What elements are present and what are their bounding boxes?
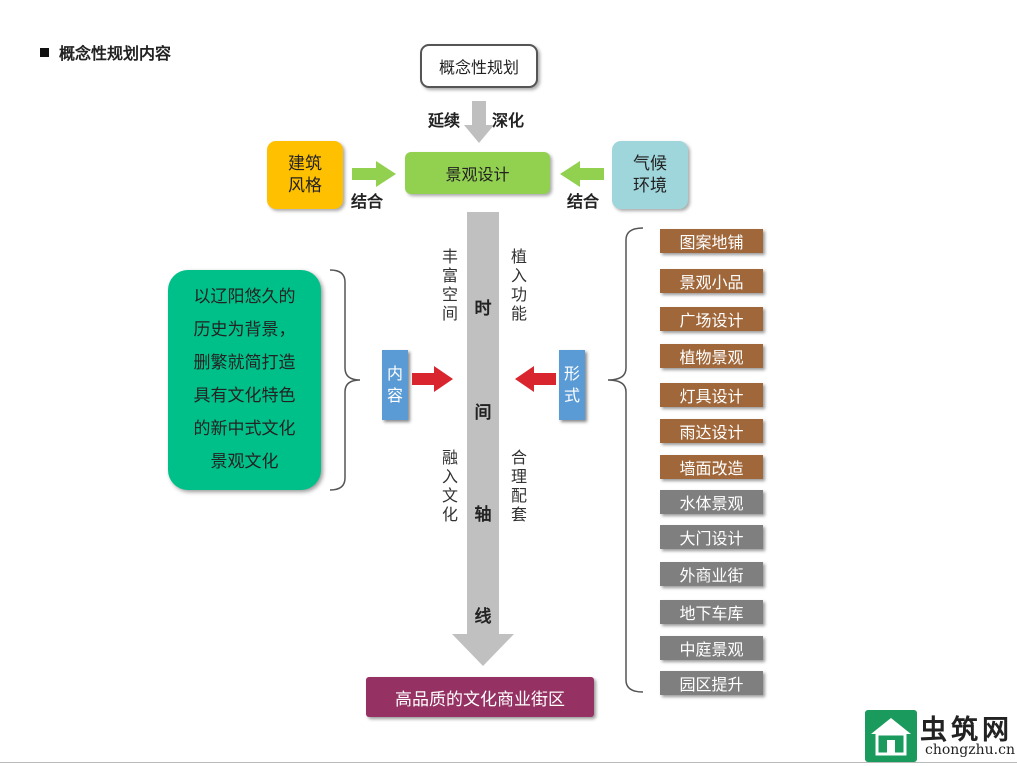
content-char: 容 xyxy=(386,386,403,405)
deepen-label: 深化 xyxy=(492,111,525,130)
reasonable-support-char: 合 xyxy=(510,448,527,467)
form-item-tag: 地下车库 xyxy=(660,600,763,624)
climate-environment-line2: 环境 xyxy=(633,176,667,196)
timeline-arrow xyxy=(452,212,514,666)
rich-space-char: 空 xyxy=(441,285,458,304)
architecture-style-line1: 建筑 xyxy=(288,154,322,174)
card-line: 具有文化特色 xyxy=(193,386,296,406)
section-heading: 概念性规划内容 xyxy=(40,40,171,64)
form-item-tag: 雨达设计 xyxy=(660,419,763,443)
form-item-tag: 灯具设计 xyxy=(660,383,763,407)
reasonable-support-char: 套 xyxy=(510,505,527,524)
reasonable-support-label: 合 理 配 套 xyxy=(509,448,529,524)
green-arrow-left xyxy=(560,161,604,187)
integrate-culture-char: 融 xyxy=(441,448,458,467)
timeline-char-1: 时 xyxy=(474,299,492,319)
red-arrow-left xyxy=(515,366,556,392)
card-line: 景观文化 xyxy=(210,452,279,472)
climate-environment-box: 气候 环境 xyxy=(612,141,688,209)
integrate-culture-label: 融 入 文 化 xyxy=(440,448,460,524)
logo-name: 虫筑网 xyxy=(920,715,1013,746)
timeline-char-3: 轴 xyxy=(474,505,492,525)
implant-function-label: 植 入 功 能 xyxy=(509,247,529,323)
rich-space-char: 富 xyxy=(441,266,458,285)
form-item-tag: 园区提升 xyxy=(660,671,763,695)
logo-url: chongzhu.cn xyxy=(925,742,1015,758)
bullet-square-icon xyxy=(40,47,49,57)
rich-space-char: 间 xyxy=(441,304,458,323)
landscape-design-label: 景观设计 xyxy=(445,165,510,184)
card-line: 的新中式文化 xyxy=(193,419,296,439)
architecture-style-box: 建筑 风格 xyxy=(267,141,343,209)
reasonable-support-char: 配 xyxy=(510,486,527,505)
card-line: 以辽阳悠久的 xyxy=(193,287,296,307)
continue-label: 延续 xyxy=(428,111,461,130)
form-box: 形 式 xyxy=(559,350,585,420)
implant-function-char: 功 xyxy=(510,285,527,304)
form-char: 式 xyxy=(563,386,580,405)
integrate-culture-char: 文 xyxy=(441,486,458,505)
content-box: 内 容 xyxy=(382,350,408,420)
integrate-culture-char: 入 xyxy=(441,467,458,486)
form-item-tag: 外商业街 xyxy=(660,562,763,586)
right-brace xyxy=(607,227,644,693)
result-box: 高品质的文化商业街区 xyxy=(366,677,594,717)
landscape-design-box: 景观设计 xyxy=(405,152,550,194)
form-char: 形 xyxy=(563,364,580,383)
red-arrow-right xyxy=(412,366,453,392)
rich-space-char: 丰 xyxy=(441,247,458,266)
content-char: 内 xyxy=(386,364,403,383)
form-item-tag: 图案地铺 xyxy=(660,229,763,253)
implant-function-char: 能 xyxy=(510,304,527,323)
result-label: 高品质的文化商业街区 xyxy=(395,689,565,710)
logo-house-icon xyxy=(865,710,917,762)
implant-function-char: 植 xyxy=(510,247,527,266)
implant-function-char: 入 xyxy=(510,266,527,285)
climate-environment-line1: 气候 xyxy=(633,154,667,174)
timeline-char-2: 间 xyxy=(474,403,492,423)
down-arrow-top xyxy=(464,101,494,143)
form-item-tag: 大门设计 xyxy=(660,525,763,549)
timeline-char-4: 线 xyxy=(474,607,492,627)
form-item-tag: 水体景观 xyxy=(660,490,763,514)
integrate-culture-char: 化 xyxy=(441,505,458,524)
form-item-tag: 景观小品 xyxy=(660,269,763,293)
heading-text: 概念性规划内容 xyxy=(59,44,172,63)
architecture-style-line2: 风格 xyxy=(288,176,322,196)
rich-space-label: 丰 富 空 间 xyxy=(440,247,460,323)
footer-divider xyxy=(0,762,1017,763)
green-arrow-right xyxy=(352,161,396,187)
reasonable-support-char: 理 xyxy=(510,467,527,486)
form-item-tag: 植物景观 xyxy=(660,344,763,368)
form-item-tag: 墙面改造 xyxy=(660,455,763,479)
house-icon xyxy=(871,718,911,756)
card-line: 删繁就简打造 xyxy=(193,353,296,373)
combine-right-label: 结合 xyxy=(567,192,600,211)
card-line: 历史为背景， xyxy=(193,320,296,340)
form-item-tag: 广场设计 xyxy=(660,307,763,331)
combine-left-label: 结合 xyxy=(351,192,384,211)
concept-plan-box: 概念性规划 xyxy=(420,44,538,88)
form-item-tag: 中庭景观 xyxy=(660,636,763,660)
left-brace xyxy=(329,269,361,491)
concept-plan-label: 概念性规划 xyxy=(438,58,519,77)
culture-description-card: 以辽阳悠久的 历史为背景， 删繁就简打造 具有文化特色 的新中式文化 景观文化 xyxy=(168,270,321,490)
